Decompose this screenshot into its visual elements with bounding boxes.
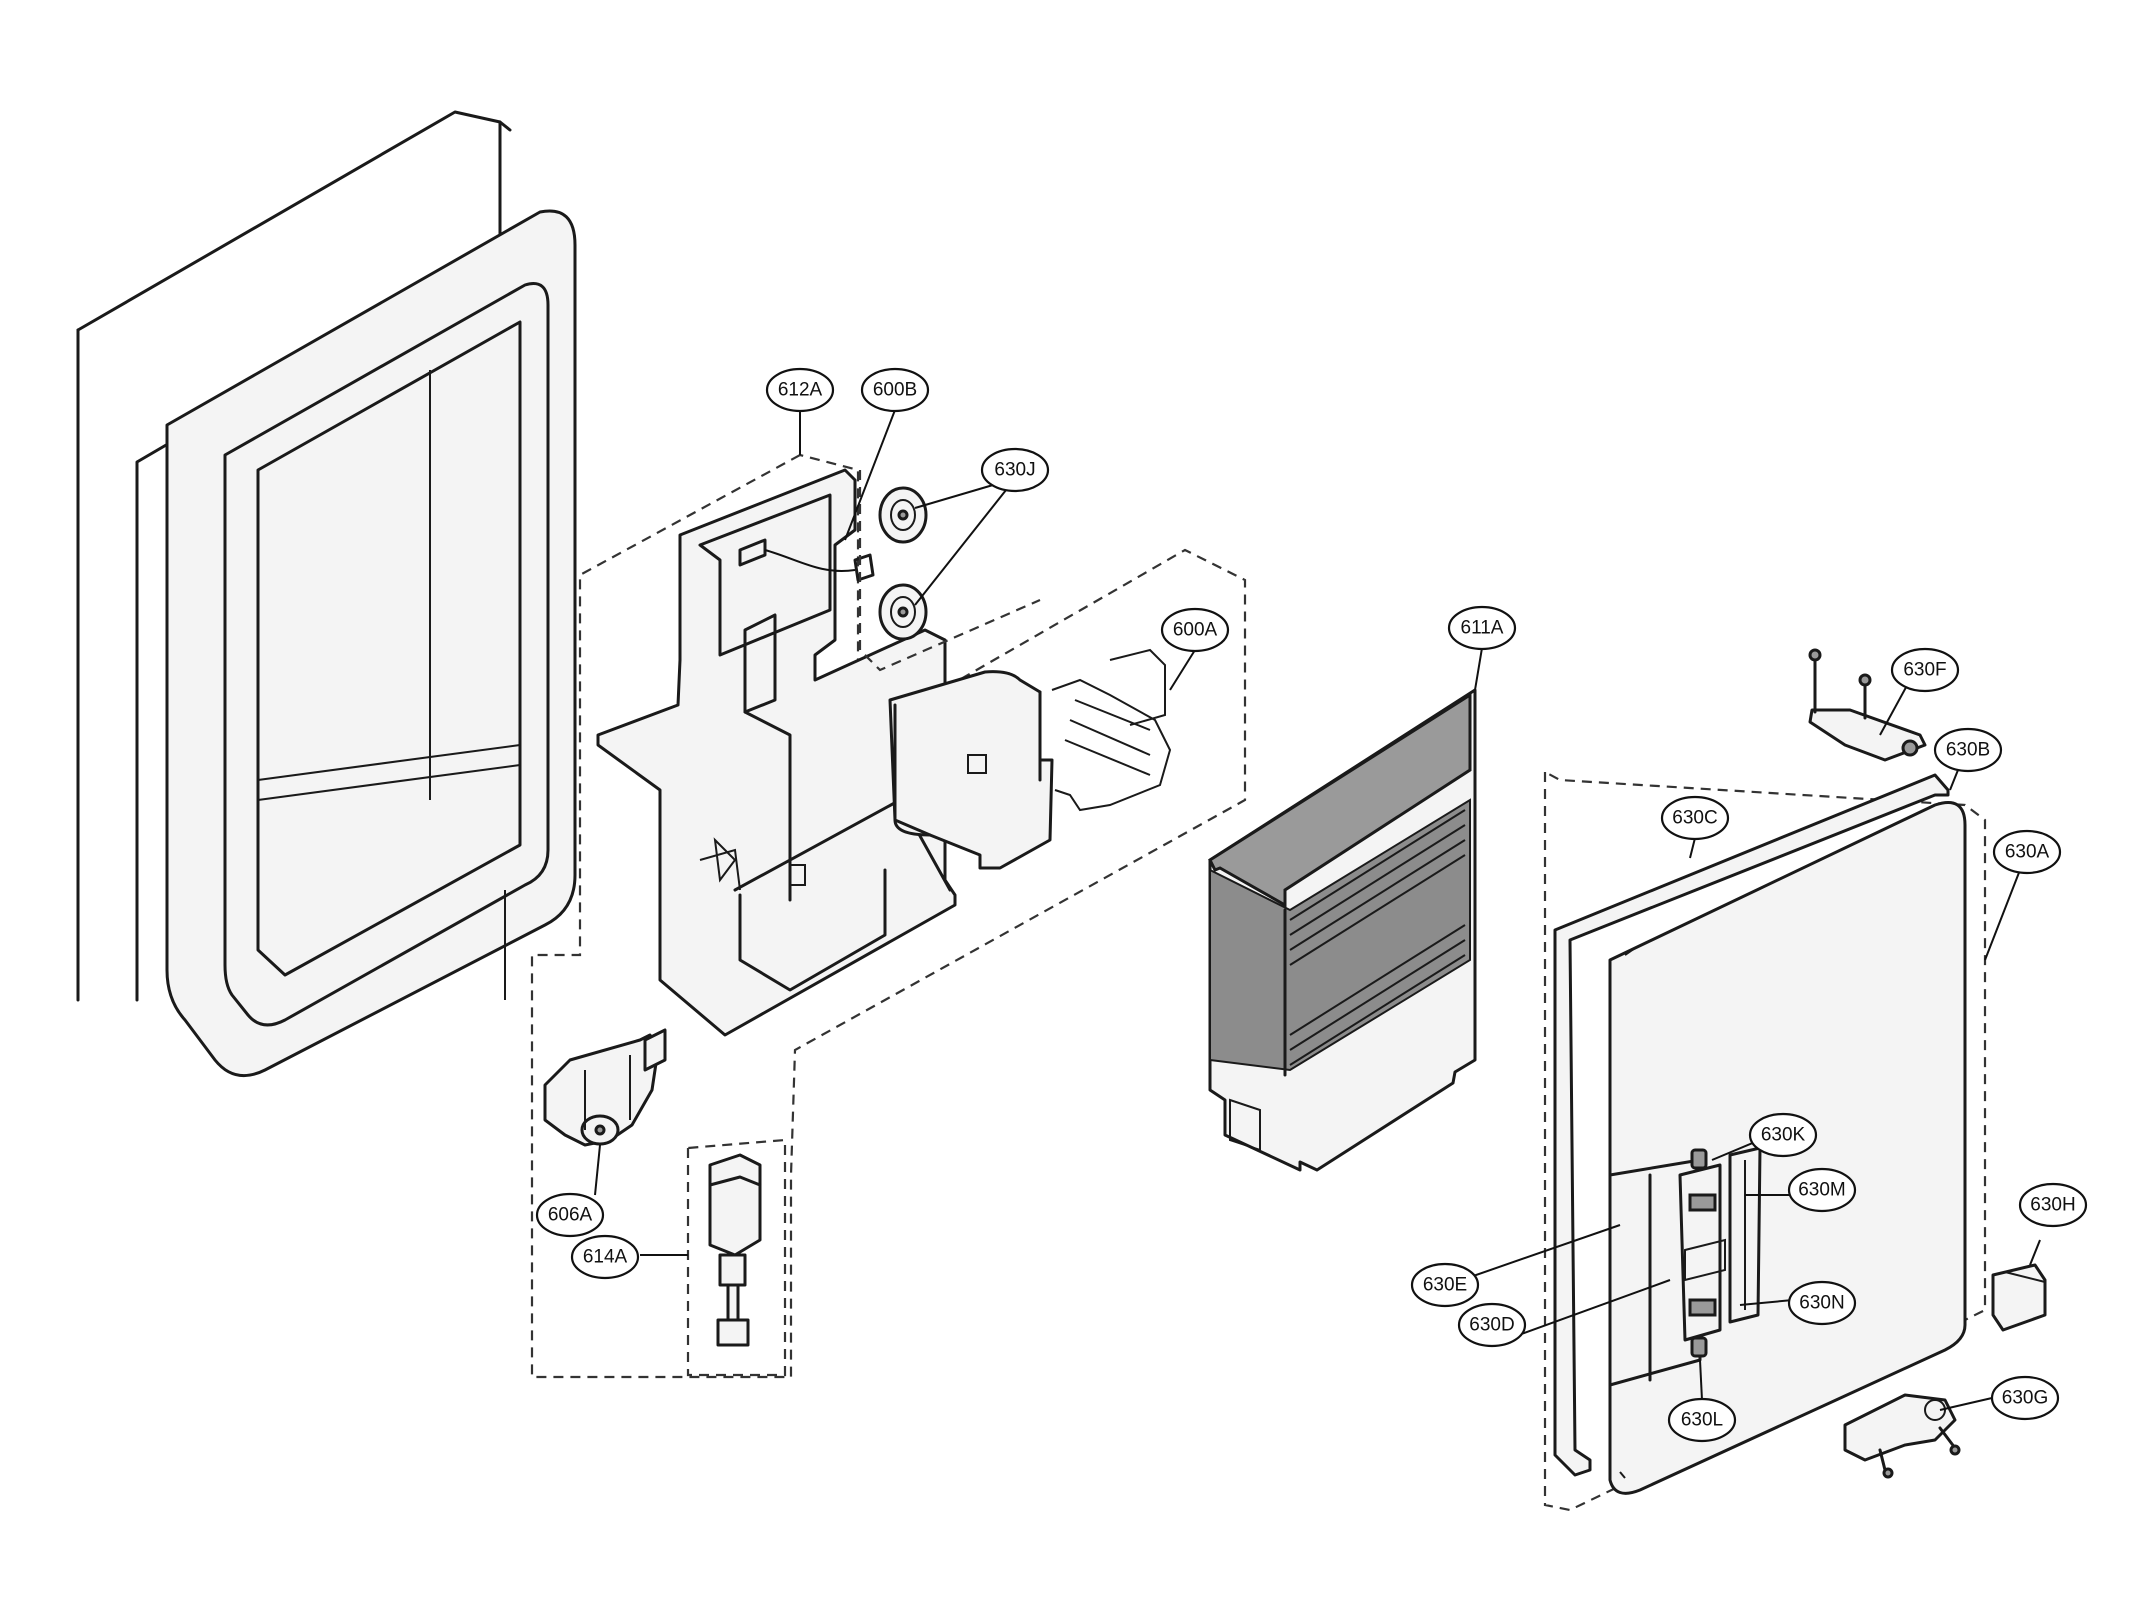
svg-text:600B: 600B (873, 380, 917, 401)
dispenser-cover (1208, 688, 1477, 1172)
callout-630j: 630J (980, 447, 1050, 493)
group-outline-612a (530, 453, 1247, 1379)
callout-630m: 630M (1787, 1167, 1857, 1213)
hinge-cap (1991, 1263, 2047, 1332)
callout-614a: 614A (570, 1234, 640, 1280)
svg-text:600A: 600A (1173, 620, 1218, 641)
callout-630h: 630H (2018, 1182, 2088, 1228)
svg-text:630L: 630L (1681, 1410, 1723, 1431)
svg-text:630J: 630J (994, 460, 1035, 481)
svg-text:630C: 630C (1672, 808, 1717, 829)
svg-text:612A: 612A (778, 380, 823, 401)
group-outline-630j (858, 470, 1041, 672)
callout-600a: 600A (1160, 607, 1230, 653)
auger-motor (543, 1028, 667, 1147)
callout-630f: 630F (1890, 647, 1960, 693)
svg-text:630E: 630E (1423, 1275, 1467, 1296)
group-outline-614a (686, 1138, 787, 1377)
callout-611a: 611A (1447, 605, 1517, 651)
callout-630b: 630B (1933, 727, 2003, 773)
svg-text:611A: 611A (1461, 618, 1504, 639)
door-handle-assembly (1608, 1146, 1762, 1387)
door-gasket (1553, 773, 1950, 1477)
svg-text:630D: 630D (1469, 1315, 1514, 1336)
dispenser-housing (596, 468, 957, 1037)
callout-630k: 630K (1748, 1112, 1818, 1158)
svg-text:630H: 630H (2030, 1195, 2075, 1216)
callout-600b: 600B (860, 367, 930, 413)
springs (1690, 1148, 1708, 1358)
svg-text:630K: 630K (1761, 1125, 1806, 1146)
callout-606a: 606A (535, 1192, 605, 1238)
callout-630n: 630N (1787, 1280, 1857, 1326)
svg-text:630M: 630M (1798, 1180, 1846, 1201)
bottom-hinge (1843, 1393, 1961, 1479)
callout-630e: 630E (1410, 1262, 1480, 1308)
svg-text:606A: 606A (548, 1205, 593, 1226)
svg-text:630G: 630G (2002, 1388, 2048, 1409)
ice-maker (888, 648, 1172, 870)
solenoid (708, 1153, 762, 1347)
svg-text:630N: 630N (1799, 1293, 1844, 1314)
door-inner-panel (76, 110, 577, 1078)
callout-630a: 630A (1992, 829, 2062, 875)
callout-612a: 612A (765, 367, 835, 413)
callout-630d: 630D (1457, 1302, 1527, 1348)
callout-630l: 630L (1667, 1397, 1737, 1443)
callout-630g: 630G (1990, 1375, 2060, 1421)
svg-text:630A: 630A (2005, 842, 2050, 863)
callout-630c: 630C (1660, 795, 1730, 841)
roller-pair (878, 486, 928, 641)
top-hinge (1808, 648, 1927, 762)
svg-text:630F: 630F (1903, 660, 1946, 681)
svg-text:630B: 630B (1946, 740, 1990, 761)
svg-text:614A: 614A (583, 1247, 628, 1268)
